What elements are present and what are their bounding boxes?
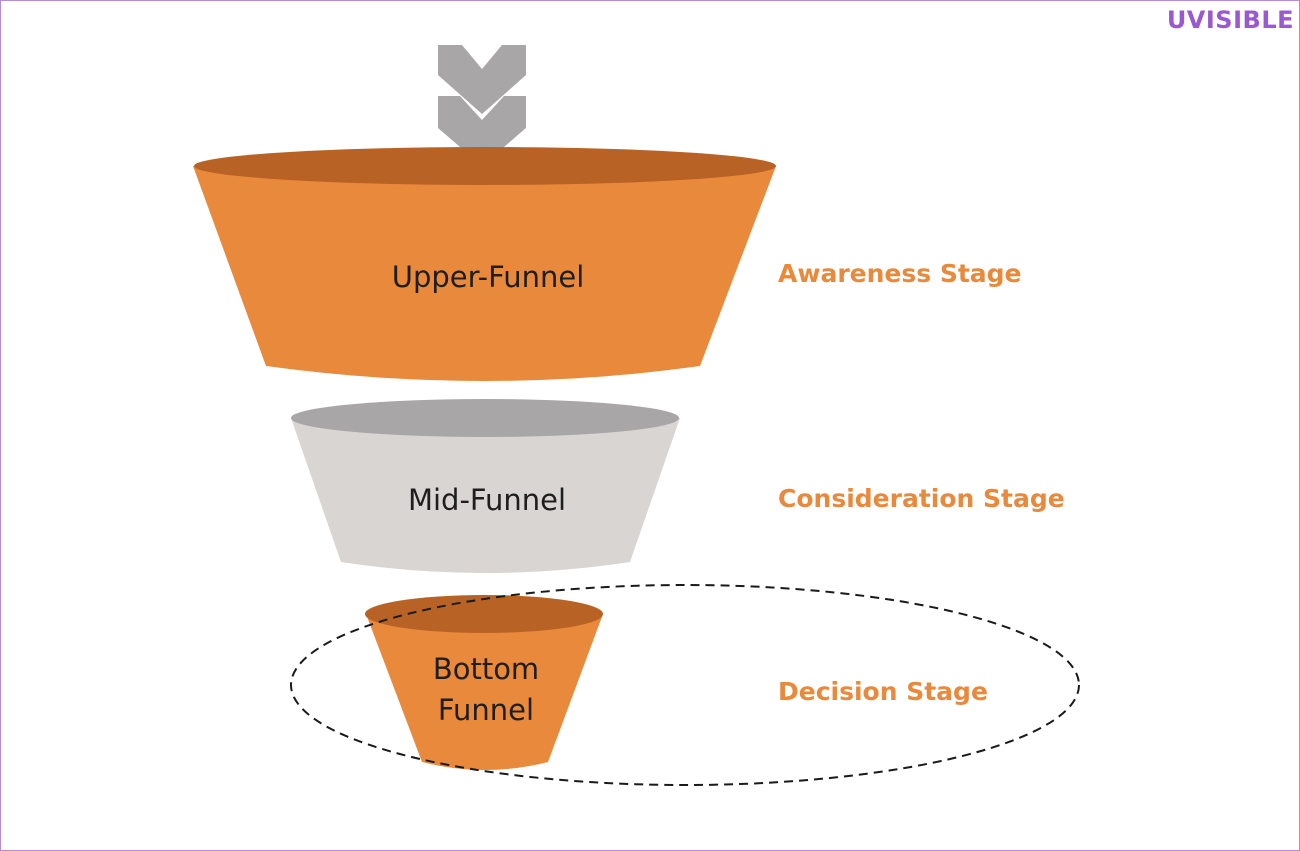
stage-label-consideration: Consideration Stage: [778, 484, 1065, 513]
stage-label-awareness: Awareness Stage: [778, 259, 1022, 288]
funnel-bottom-label-line-2: Funnel: [438, 693, 534, 727]
brand-logo: UVISIBLE: [1166, 6, 1294, 34]
funnel-mid-label: Mid-Funnel: [408, 483, 566, 517]
funnel-bottom-body: [366, 614, 603, 770]
funnel-upper-label: Upper-Funnel: [392, 260, 585, 294]
funnel-upper-top: [194, 147, 776, 185]
funnel-bottom-top: [365, 595, 603, 633]
funnel-mid: Mid-Funnel: [291, 399, 680, 573]
funnel-mid-top: [291, 399, 679, 437]
double-chevron-down-icon: [438, 45, 526, 166]
chevron-upper: [438, 45, 526, 114]
funnel-mid-body: [291, 418, 680, 573]
chevron-lower: [438, 96, 526, 166]
funnel-bottom: Bottom Funnel: [365, 595, 603, 770]
funnel-bottom-label-line-1: Bottom: [433, 652, 539, 686]
decision-highlight-ellipse: [290, 584, 1080, 786]
funnel-upper: Upper-Funnel: [193, 147, 776, 381]
funnel-upper-body: [193, 166, 776, 381]
stage-label-decision: Decision Stage: [778, 677, 988, 706]
